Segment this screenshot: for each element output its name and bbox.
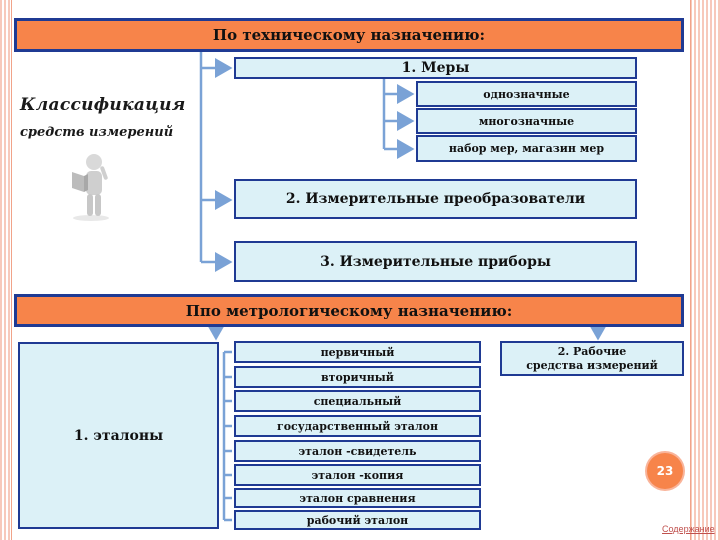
etalon-subitem-5: эталон -свидетель (234, 440, 481, 462)
measures-box: 1. Меры (234, 57, 637, 79)
etalon-subitem-label: специальный (313, 394, 402, 408)
instruments-label: 3. Измерительные приборы (320, 253, 551, 270)
page-number-badge: 23 (647, 453, 683, 489)
etalons-label: 1. эталоны (73, 427, 164, 444)
measure-subitem-3: набор мер, магазин мер (416, 135, 637, 162)
etalon-subitem-4: государственный эталон (234, 415, 481, 437)
measure-subitem-1: однозначные (416, 81, 637, 107)
side-title-line1: Классификация (20, 95, 186, 115)
page-number: 23 (656, 464, 674, 478)
left-rail-line (11, 0, 12, 540)
measure-subitem-label: многозначные (478, 114, 575, 128)
etalon-subitem-6: эталон -копия (234, 464, 481, 486)
converters-box: 2. Измерительные преобразователи (234, 179, 637, 219)
side-title: Классификация средств измерений (20, 92, 186, 146)
measure-subitem-2: многозначные (416, 108, 637, 134)
etalon-subitem-label: эталон сравнения (299, 491, 416, 505)
etalon-subitem-label: рабочий эталон (306, 513, 409, 527)
right-rail-line (690, 0, 691, 540)
header-metrological-label: Ппо метрологическому назначению: (185, 301, 513, 320)
etalon-subitem-label: первичный (320, 345, 395, 359)
person-with-book-figure (72, 154, 109, 221)
left-decorative-stripe (0, 0, 10, 540)
header-technical-label: По техническому назначению: (212, 26, 486, 44)
instruments-box: 3. Измерительные приборы (234, 241, 637, 282)
working-line1: 2. Рабочие (557, 344, 627, 358)
etalon-subitem-label: вторичный (321, 370, 394, 384)
etalon-subitem-7: эталон сравнения (234, 488, 481, 508)
etalon-subitem-2: вторичный (234, 366, 481, 388)
measure-subitem-label: однозначные (483, 87, 570, 101)
right-decorative-stripe (688, 0, 720, 540)
etalon-subitem-label: эталон -копия (311, 468, 404, 482)
working-line2: средства измерений (526, 358, 658, 372)
etalons-box: 1. эталоны (18, 342, 219, 529)
header-metrological-purpose: Ппо метрологическому назначению: (14, 294, 684, 327)
measure-subitem-label: набор мер, магазин мер (448, 142, 605, 155)
working-instruments-box: 2. Рабочие средства измерений (500, 341, 684, 376)
etalon-subitem-label: государственный эталон (276, 419, 439, 433)
etalon-subitem-label: эталон -свидетель (298, 444, 417, 458)
etalon-subitem-8: рабочий эталон (234, 510, 481, 530)
side-title-line2: средств измерений (20, 125, 174, 140)
converters-label: 2. Измерительные преобразователи (285, 191, 586, 207)
measures-label: 1. Меры (401, 60, 470, 76)
header-technical-purpose: По техническому назначению: (14, 18, 684, 52)
etalon-subitem-3: специальный (234, 390, 481, 412)
contents-link[interactable]: Содержание (662, 524, 715, 534)
etalon-subitem-1: первичный (234, 341, 481, 363)
